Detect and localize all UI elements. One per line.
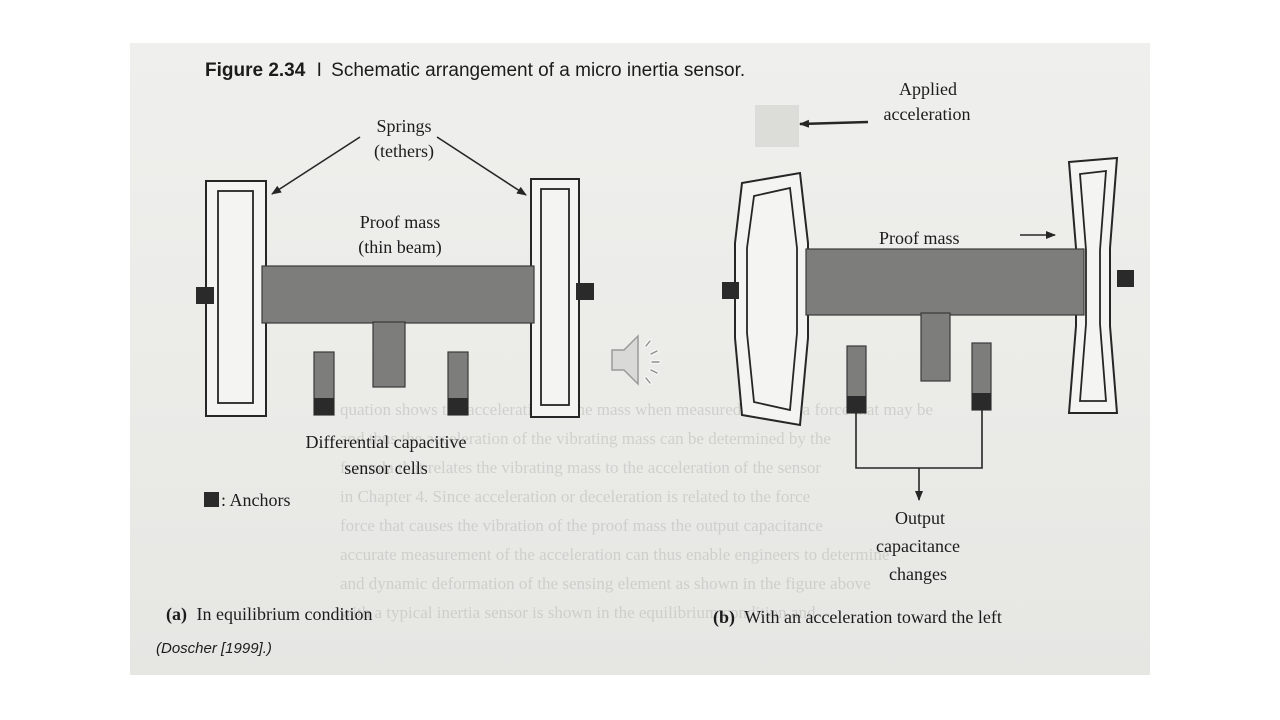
spring-b-left bbox=[734, 171, 809, 427]
output-bracket bbox=[855, 410, 983, 469]
spring-a-left bbox=[205, 180, 267, 417]
spring-a-right bbox=[530, 178, 580, 418]
bleed-text-line: formula that relates the vibrating mass … bbox=[340, 458, 822, 477]
diff-cap-label-line1: Differential capacitive bbox=[305, 432, 466, 452]
springs-label-line1: Springs bbox=[376, 116, 431, 136]
applied-acceleration-ghost-box bbox=[755, 105, 799, 147]
output-label-line2: capacitance bbox=[876, 536, 960, 556]
subcaption-b-text: With an acceleration toward the left bbox=[744, 607, 1002, 627]
sensor-cell-a-left-anchor bbox=[314, 398, 334, 415]
anchors-legend-label: : Anchors bbox=[221, 490, 291, 510]
speaker-icon[interactable] bbox=[606, 330, 672, 390]
proof-mass-a-label-line2: (thin beam) bbox=[358, 237, 441, 258]
proof-mass-beam-b bbox=[805, 248, 1085, 316]
subcaption-a: (a) In equilibrium condition bbox=[166, 604, 372, 625]
proof-mass-b-label: Proof mass bbox=[879, 228, 960, 248]
caption-text: Schematic arrangement of a micro inertia… bbox=[331, 60, 745, 81]
proof-mass-a-label-line1: Proof mass bbox=[360, 212, 441, 232]
applied-label-line2: acceleration bbox=[884, 104, 971, 124]
bleed-text-line: and dynamic deformation of the sensing e… bbox=[340, 574, 871, 593]
proof-mass-beam-a bbox=[261, 265, 535, 324]
spring-b-left-inner bbox=[746, 186, 798, 412]
bleed-text-line: accurate measurement of the acceleration… bbox=[340, 545, 890, 564]
spring-a-right-inner bbox=[540, 188, 570, 406]
subcaption-b: (b) With an acceleration toward the left bbox=[713, 607, 1002, 628]
spring-b-right-inner bbox=[1079, 169, 1107, 402]
sensor-cell-b-left-anchor bbox=[847, 396, 866, 413]
source-citation: (Doscher [1999].) bbox=[156, 640, 272, 657]
bleed-text-line: with a typical inertia sensor is shown i… bbox=[340, 603, 816, 622]
sensor-cell-a-right-anchor bbox=[448, 398, 468, 415]
anchor-b-left bbox=[722, 282, 739, 299]
output-label-line3: changes bbox=[889, 564, 947, 584]
diff-cap-label-line2: sensor cells bbox=[344, 458, 427, 478]
bleed-text-line: and thus the acceleration of the vibrati… bbox=[340, 429, 831, 448]
panel-b: Applied acceleration Proof mass Output c… bbox=[713, 79, 1134, 628]
output-label-line1: Output bbox=[895, 508, 945, 528]
anchor-a-right bbox=[576, 283, 594, 300]
anchor-legend-swatch bbox=[204, 492, 219, 507]
figure-caption: Figure 2.34 I Schematic arrangement of a… bbox=[205, 60, 745, 81]
subcaption-b-tag: (b) bbox=[713, 607, 735, 628]
figure-number: Figure 2.34 bbox=[205, 60, 306, 81]
applied-label-line1: Applied bbox=[899, 79, 957, 99]
caption-separator: I bbox=[317, 60, 322, 81]
bleed-text-line: force that causes the vibration of the p… bbox=[340, 516, 823, 535]
anchor-a-left bbox=[196, 287, 214, 304]
springs-label-line2: (tethers) bbox=[374, 141, 434, 162]
springs-arrow-left bbox=[271, 136, 361, 195]
sensor-cell-b-right-anchor bbox=[972, 393, 991, 410]
center-finger-b bbox=[920, 312, 951, 382]
subcaption-a-tag: (a) bbox=[166, 604, 187, 625]
anchor-b-right bbox=[1117, 270, 1134, 287]
center-finger-a bbox=[372, 321, 406, 388]
subcaption-a-text: In equilibrium condition bbox=[197, 604, 373, 624]
springs-arrow-right bbox=[436, 136, 527, 196]
applied-acceleration-arrow bbox=[799, 119, 869, 128]
bleed-text-line: in Chapter 4. Since acceleration or dece… bbox=[340, 487, 811, 506]
panel-a: Springs (tethers) Proof mass (thin beam)… bbox=[156, 116, 594, 657]
spring-a-left-inner bbox=[217, 190, 254, 404]
